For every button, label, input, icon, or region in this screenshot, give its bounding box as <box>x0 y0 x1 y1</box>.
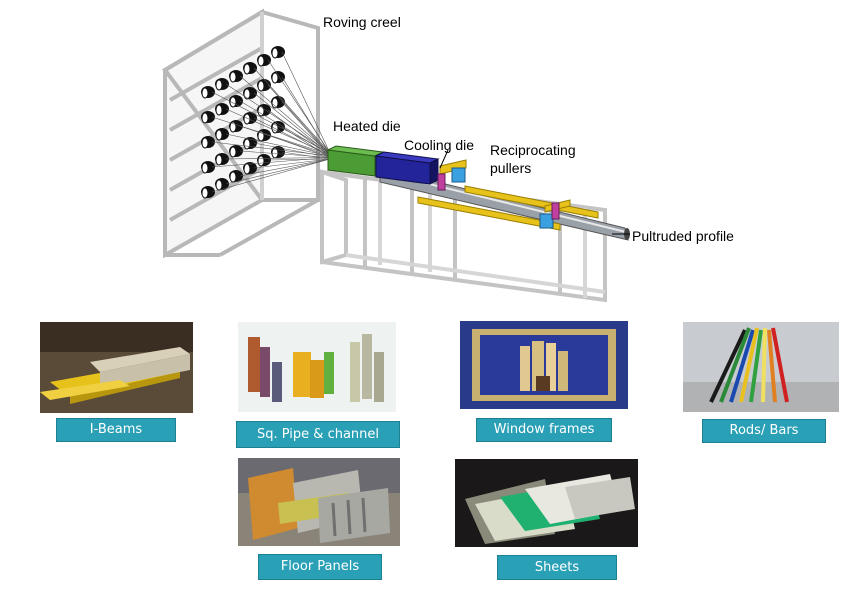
fiber-strand <box>253 158 331 169</box>
fiber-strand <box>281 126 331 158</box>
caption-sheets: Sheets <box>497 555 617 580</box>
fiber-strand <box>239 75 331 154</box>
spool <box>215 103 229 116</box>
machine-frame <box>320 169 607 303</box>
fiber-strand <box>281 76 331 155</box>
spool <box>229 170 243 183</box>
spool <box>201 186 215 199</box>
spool <box>257 54 271 67</box>
spool <box>271 71 285 84</box>
label-heated-die: Heated die <box>333 118 401 134</box>
caption-window-frames: Window frames <box>476 418 612 442</box>
spool <box>201 161 215 174</box>
spool <box>215 153 229 166</box>
rods-bars-photo <box>683 322 839 412</box>
fiber-strand <box>253 142 331 158</box>
label-roving-creel: Roving creel <box>323 14 401 30</box>
fiber-strand <box>211 158 331 193</box>
spool <box>229 120 243 133</box>
fiber-strand <box>239 158 331 177</box>
fiber-strand <box>211 116 331 155</box>
floor-panels-photo <box>238 458 400 546</box>
caption-rods-bars: Rods/ Bars <box>702 419 826 443</box>
cooling-die <box>374 151 440 185</box>
fiber-strand <box>225 133 331 157</box>
leader-lines <box>439 149 630 235</box>
window-frames-photo <box>460 321 628 409</box>
reciprocating-pullers <box>417 159 599 231</box>
spool <box>215 78 229 91</box>
spool <box>257 129 271 142</box>
spool <box>229 95 243 108</box>
spool <box>243 87 257 100</box>
fiber-strand <box>267 158 331 161</box>
spool <box>243 162 257 175</box>
fiber-strand <box>225 158 331 185</box>
caption-sq-pipe-channel: Sq. Pipe & channel <box>236 421 400 448</box>
spool <box>271 121 285 134</box>
roving-spools <box>201 46 285 199</box>
heated-die <box>326 145 385 177</box>
spool <box>243 62 257 75</box>
fiber-strand <box>239 150 331 158</box>
label-pullers: pullers <box>490 160 532 176</box>
fiber-strand <box>253 67 331 154</box>
spool <box>201 86 215 99</box>
fiber-strand <box>225 157 331 160</box>
fiber-strand <box>267 134 331 158</box>
fiber-strand <box>281 51 331 154</box>
spool <box>215 128 229 141</box>
spool <box>229 70 243 83</box>
caption-i-beams: I-Beams <box>56 418 176 442</box>
fiber-strand <box>225 83 331 154</box>
spool <box>243 112 257 125</box>
fiber-strand <box>225 108 331 155</box>
pultrusion-process-diagram <box>162 8 630 303</box>
sq-pipe-photo <box>238 322 396 412</box>
sheets-photo <box>455 459 638 547</box>
fiber-strand <box>239 100 331 155</box>
fiber-strand <box>281 151 331 160</box>
fiber-strand <box>253 92 331 155</box>
spool <box>271 46 285 59</box>
fiber-strand <box>267 109 331 157</box>
caption-floor-panels: Floor Panels <box>258 554 382 580</box>
roving-fibers <box>211 51 331 193</box>
fiber-strand <box>267 84 331 155</box>
i-beams-photo <box>40 322 193 413</box>
spool <box>201 111 215 124</box>
label-reciprocating: Reciprocating <box>490 142 576 158</box>
spool <box>201 136 215 149</box>
label-pultruded-profile: Pultruded profile <box>632 228 734 244</box>
spool <box>257 79 271 92</box>
label-cooling-die: Cooling die <box>404 137 475 153</box>
fiber-strand <box>281 101 331 157</box>
spool <box>229 145 243 158</box>
